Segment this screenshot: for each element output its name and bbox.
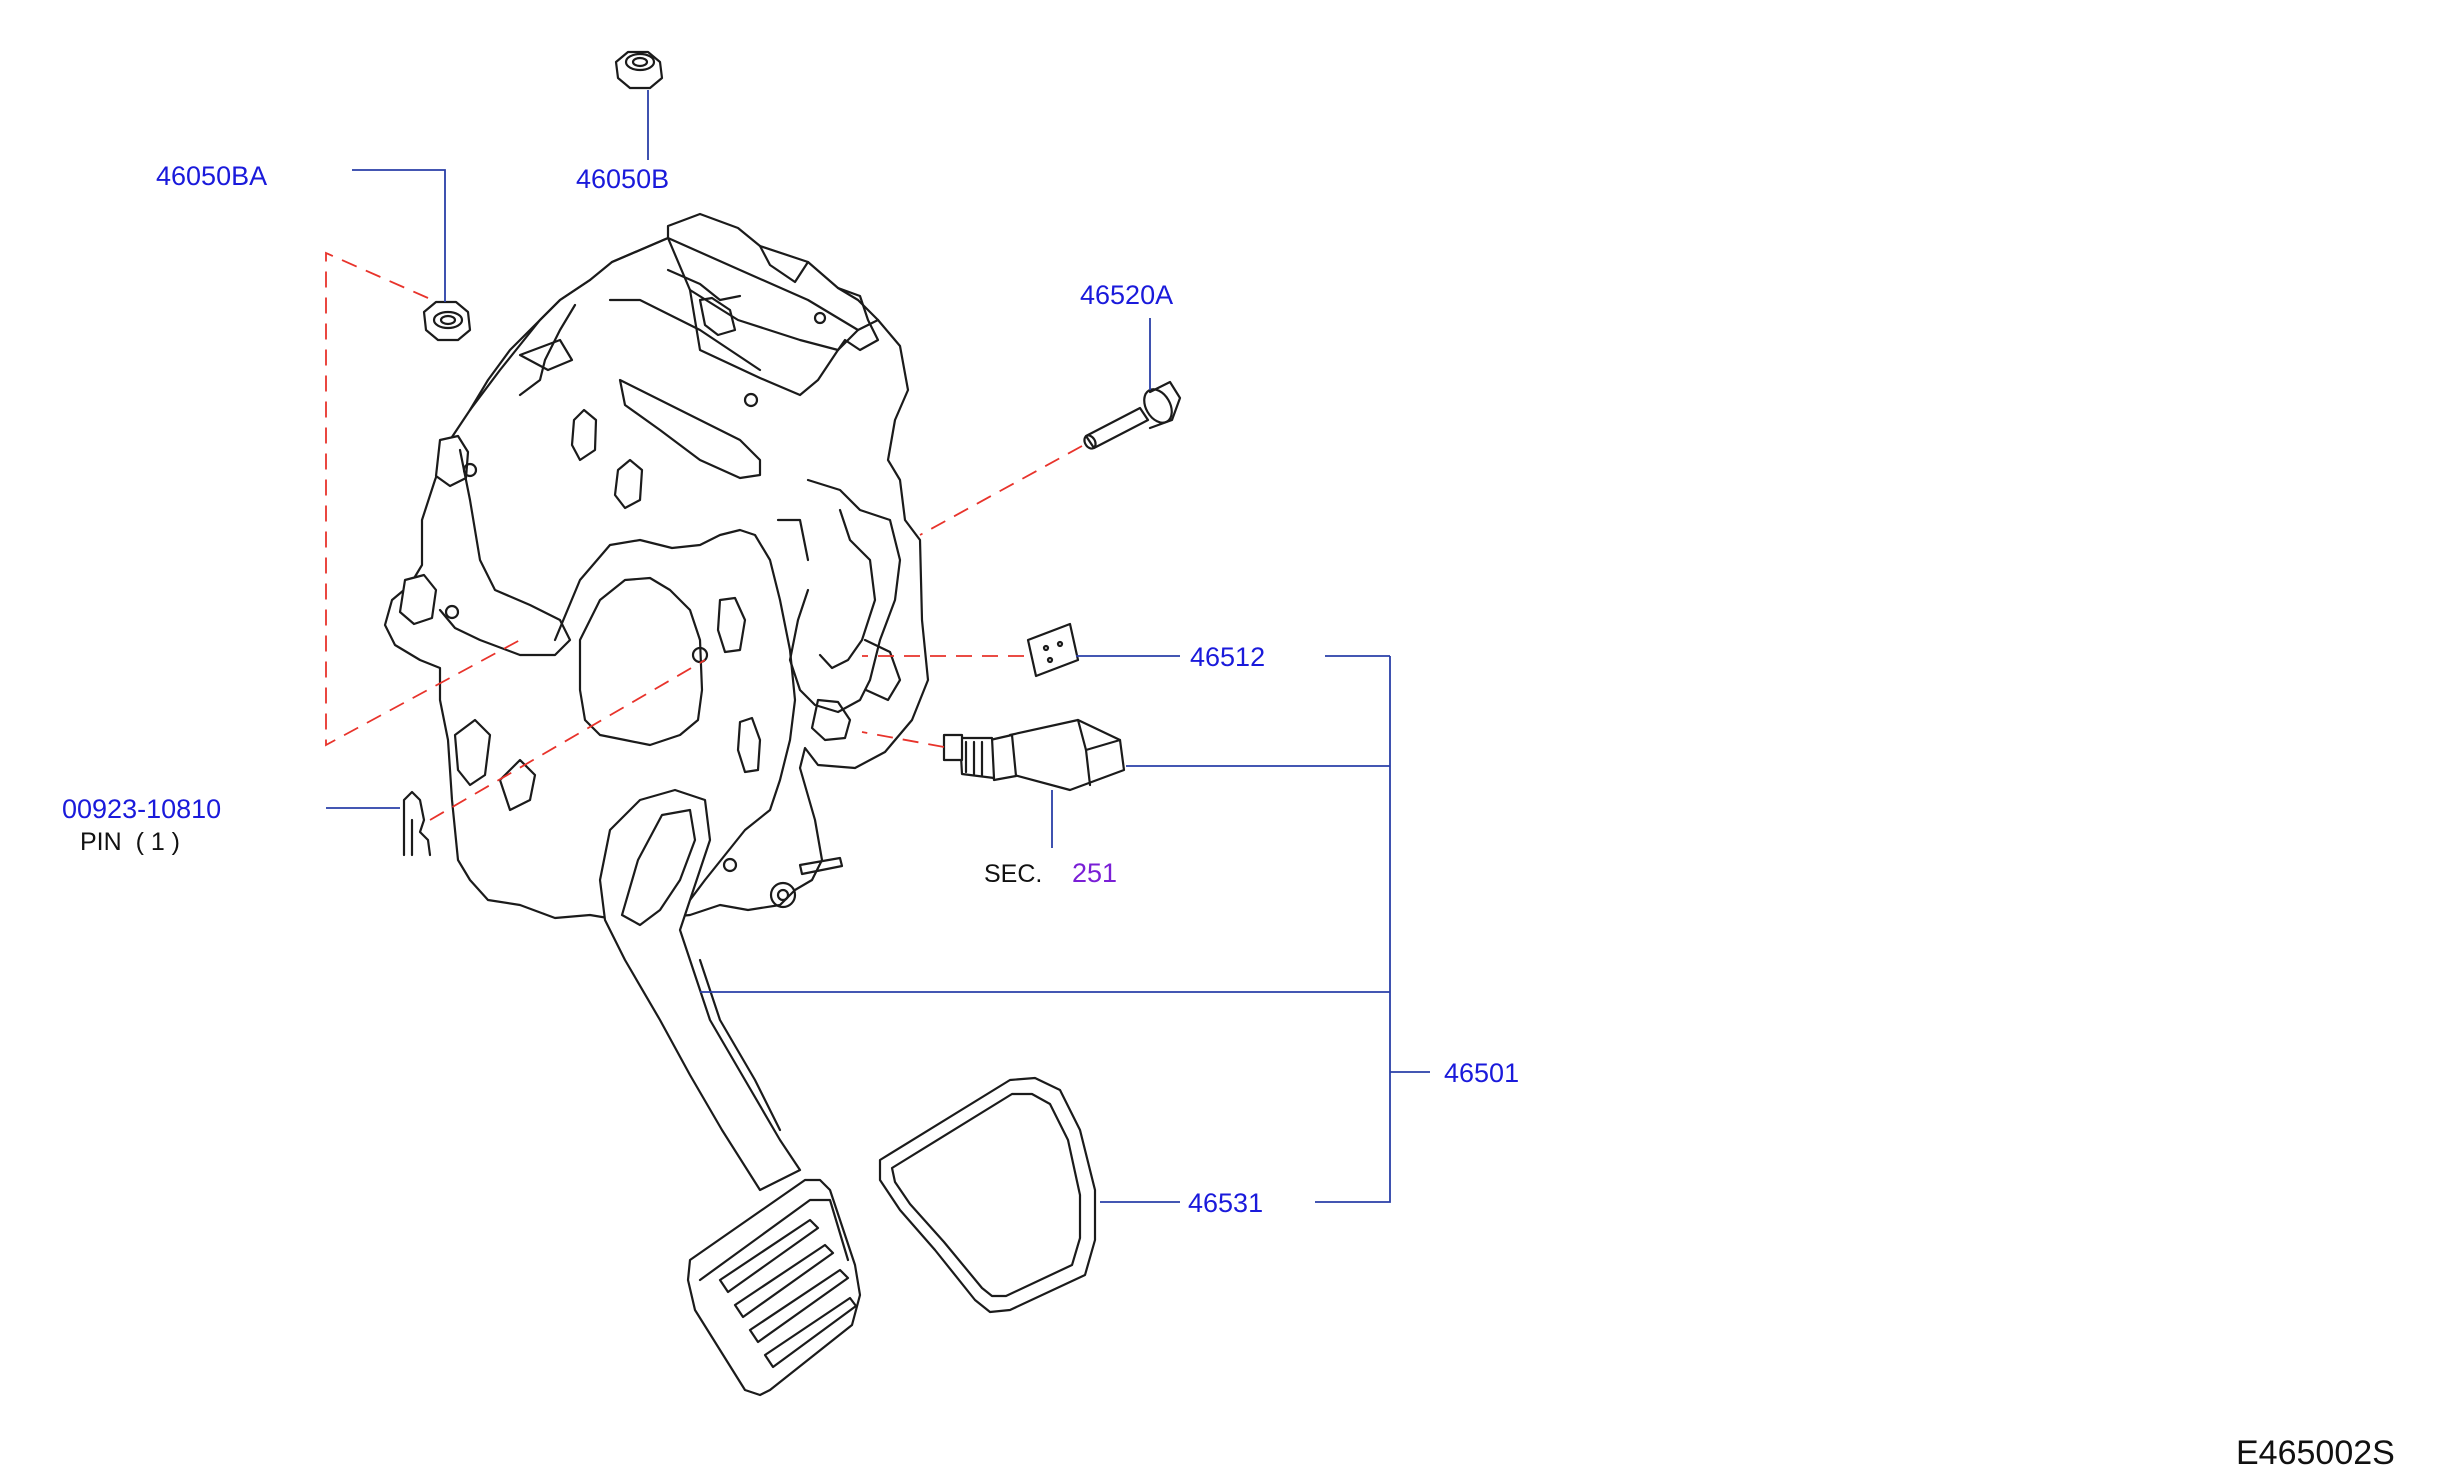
section-ref-number[interactable]: 251 [1072,858,1117,888]
nut-46050BA [422,300,472,342]
label-46531: 46531 [1188,1188,1263,1218]
clutch-pedal-arm [598,788,802,1192]
label-46050BA: 46050BA [156,161,267,191]
label-pin-qty: PIN ( 1 ) [80,828,180,856]
label-46501: 46501 [1444,1058,1519,1088]
label-00923-10810: 00923-10810 [62,794,221,824]
pedal-pad-left [686,1178,862,1397]
label-46512: 46512 [1190,642,1265,672]
pedal-pad-46531 [878,1076,1097,1314]
plate-46512 [1026,622,1080,678]
nut-46050B [614,50,664,90]
drawing-code: E465002S [2236,1434,2395,1472]
pin-00923-10810 [402,790,432,857]
part-labels: 46050BA 46050B 46520A 46512 00923-10810 … [62,161,2395,1472]
clutch-switch [942,718,1126,792]
pedal-bracket [383,212,930,922]
label-46050B: 46050B [576,164,669,194]
phantom-lines [325,251,1083,821]
section-ref-prefix: SEC. [984,860,1042,888]
leader-lines [326,90,1430,1203]
label-46520A: 46520A [1080,280,1173,310]
pin-46520A [1083,380,1182,450]
